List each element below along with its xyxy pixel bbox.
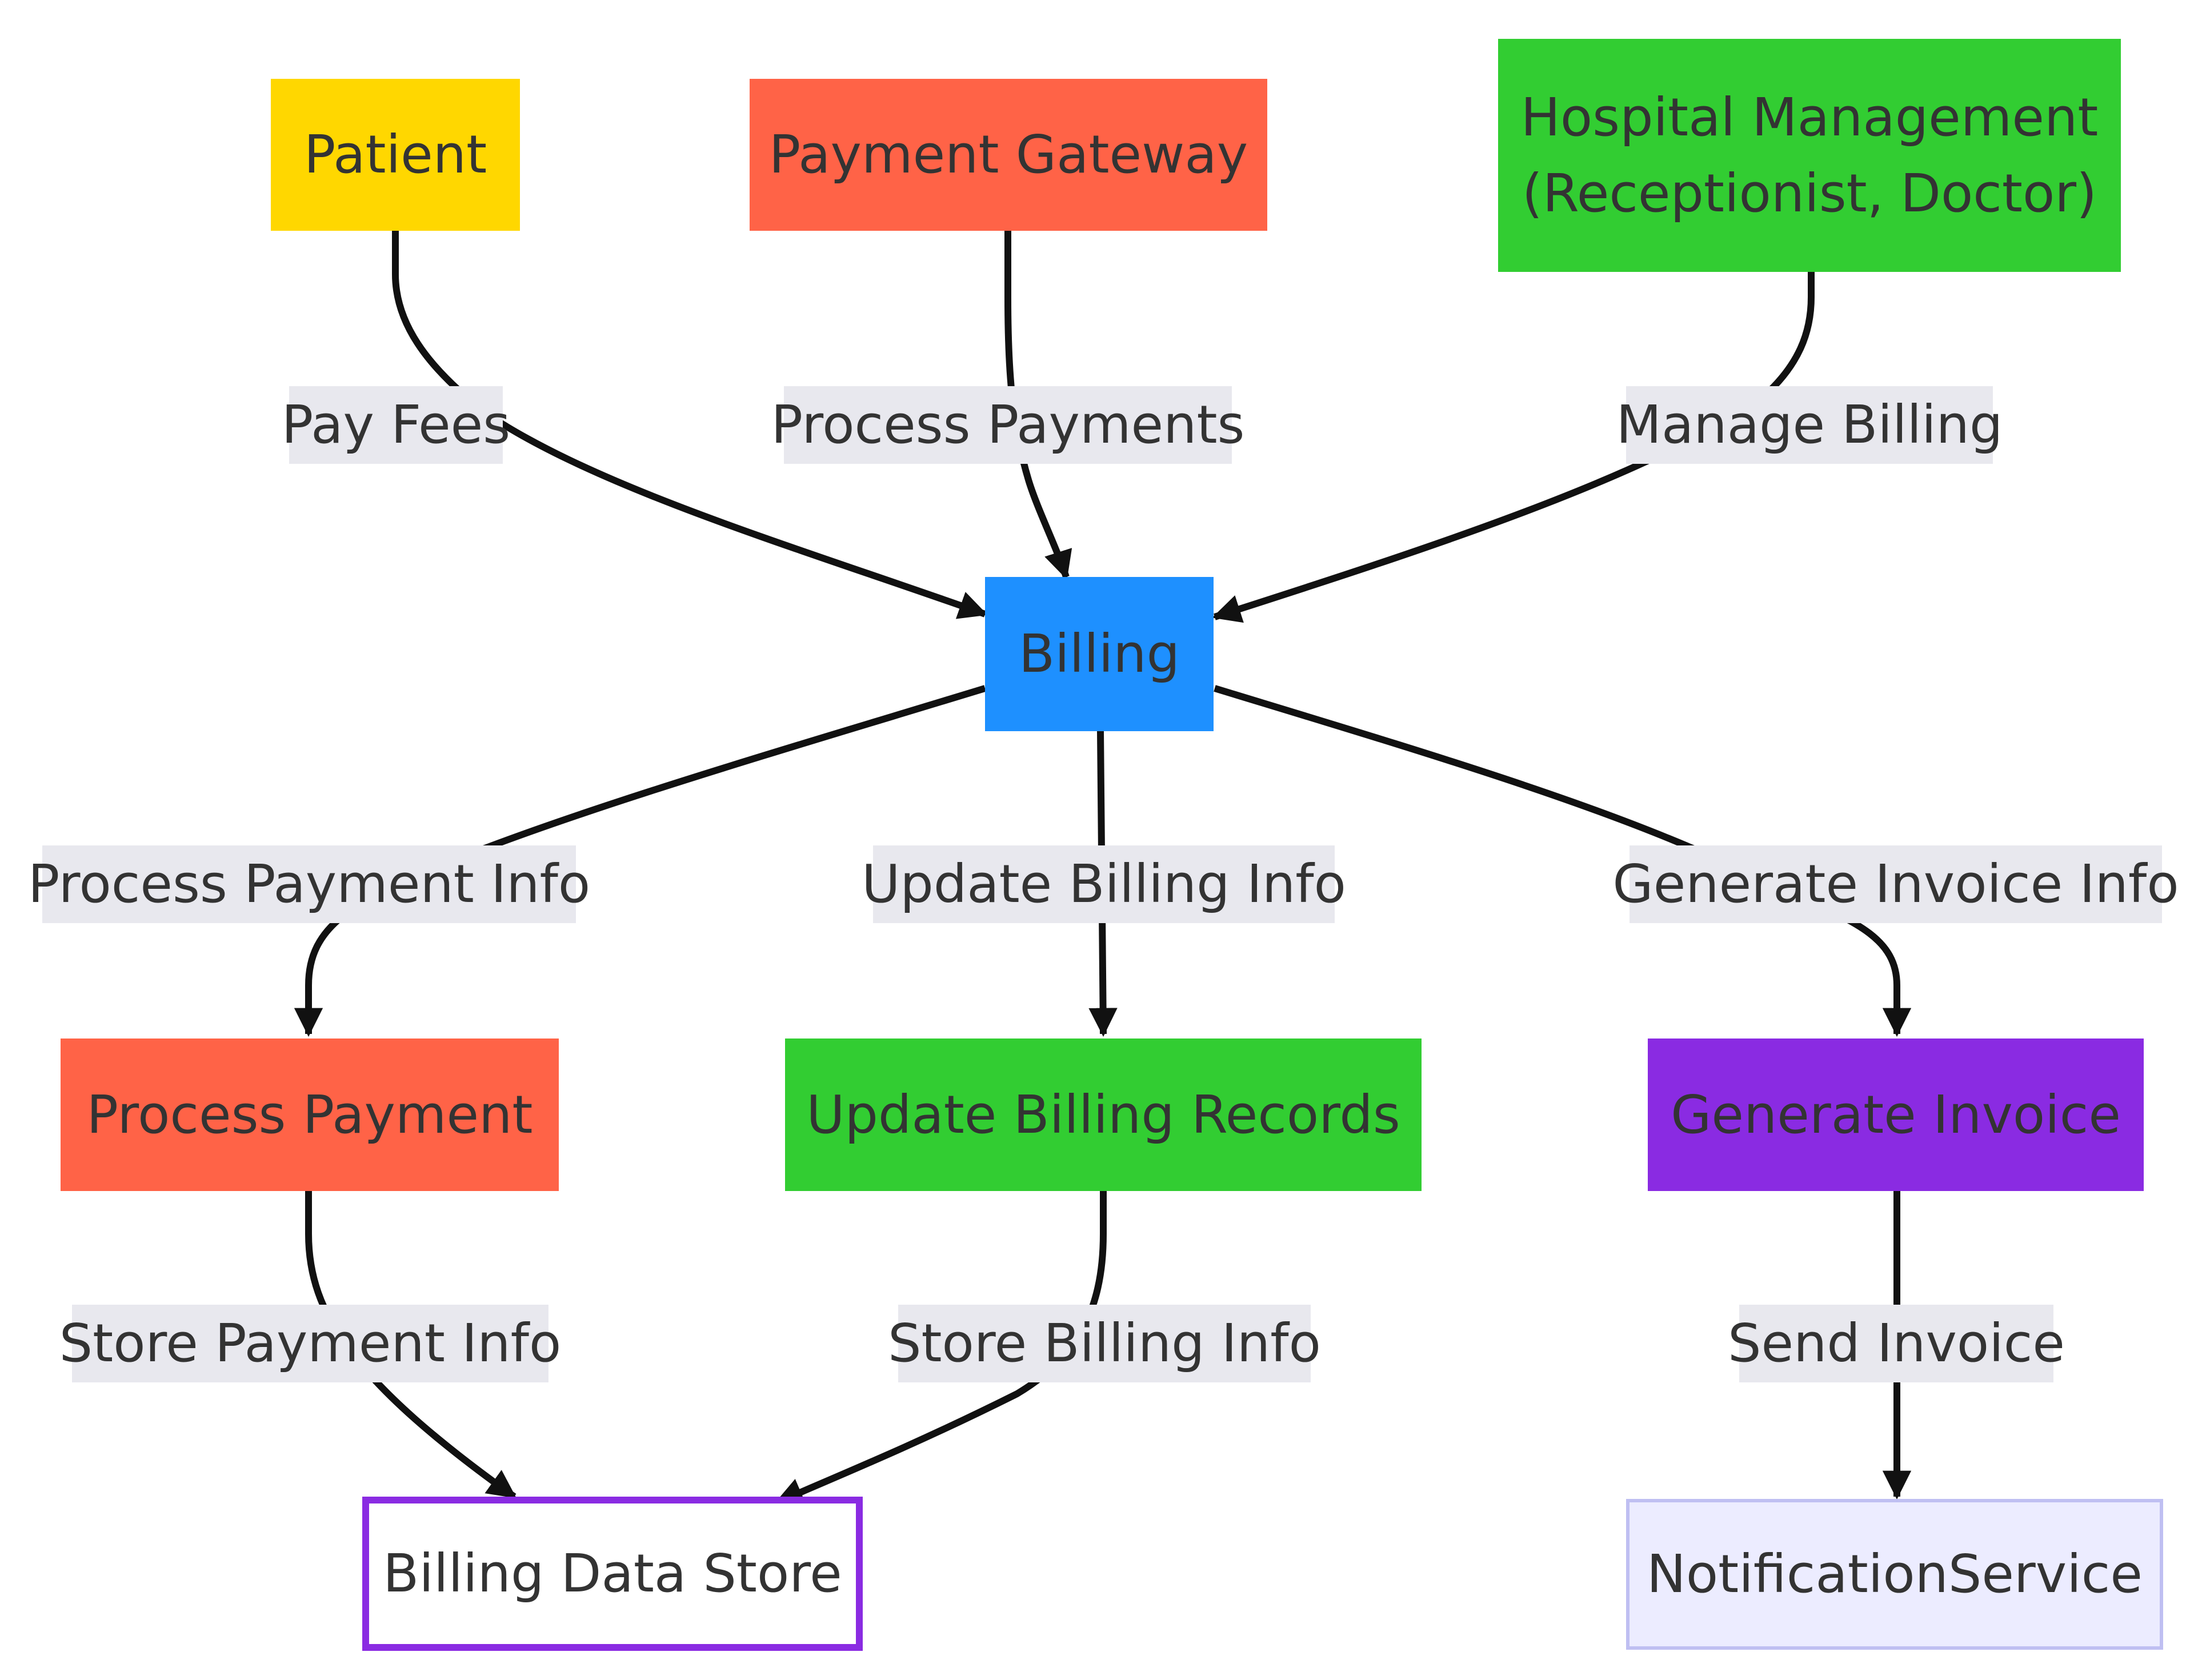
node-notification-service: NotificationService xyxy=(1626,1499,2163,1650)
edge-generate-invoice-info xyxy=(1214,685,1912,1037)
node-notification-service-label: NotificationService xyxy=(1647,1543,2143,1605)
edge-label-store-payment-info: Store Payment Info xyxy=(59,1305,561,1382)
edge-pay-fees xyxy=(392,231,988,619)
edge-label-process-payment-info: Process Payment Info xyxy=(28,845,590,923)
node-update-billing-records: Update Billing Records xyxy=(785,1039,1422,1191)
node-payment-gateway: Payment Gateway xyxy=(750,79,1267,231)
edge-label-pay-fees: Pay Fees xyxy=(282,386,510,464)
edge-process-payment-info xyxy=(294,685,986,1037)
node-hospital-management-label: Hospital Management (Receptionist, Docto… xyxy=(1520,86,2099,224)
edge-label-update-billing-info: Update Billing Info xyxy=(862,845,1346,923)
node-payment-gateway-label: Payment Gateway xyxy=(768,124,1248,186)
node-update-billing-records-label: Update Billing Records xyxy=(806,1084,1400,1145)
node-process-payment: Process Payment xyxy=(61,1039,559,1191)
node-billing-data-store-label: Billing Data Store xyxy=(383,1543,842,1605)
edge-label-store-billing-info: Store Billing Info xyxy=(888,1305,1321,1382)
node-patient: Patient xyxy=(271,79,520,231)
node-billing: Billing xyxy=(985,577,1214,731)
node-generate-invoice-label: Generate Invoice xyxy=(1671,1084,2121,1145)
edge-label-process-payments: Process Payments xyxy=(771,386,1244,464)
node-hospital-management: Hospital Management (Receptionist, Docto… xyxy=(1498,39,2121,272)
edge-label-send-invoice: Send Invoice xyxy=(1728,1305,2065,1382)
node-patient-label: Patient xyxy=(303,124,487,186)
edge-label-manage-billing: Manage Billing xyxy=(1616,386,2003,464)
node-generate-invoice: Generate Invoice xyxy=(1648,1039,2144,1191)
edge-store-billing-info xyxy=(774,1191,1107,1506)
edge-label-generate-invoice-info: Generate Invoice Info xyxy=(1612,845,2179,923)
node-billing-label: Billing xyxy=(1018,623,1180,685)
node-billing-data-store: Billing Data Store xyxy=(362,1497,863,1651)
node-process-payment-label: Process Payment xyxy=(86,1084,533,1145)
